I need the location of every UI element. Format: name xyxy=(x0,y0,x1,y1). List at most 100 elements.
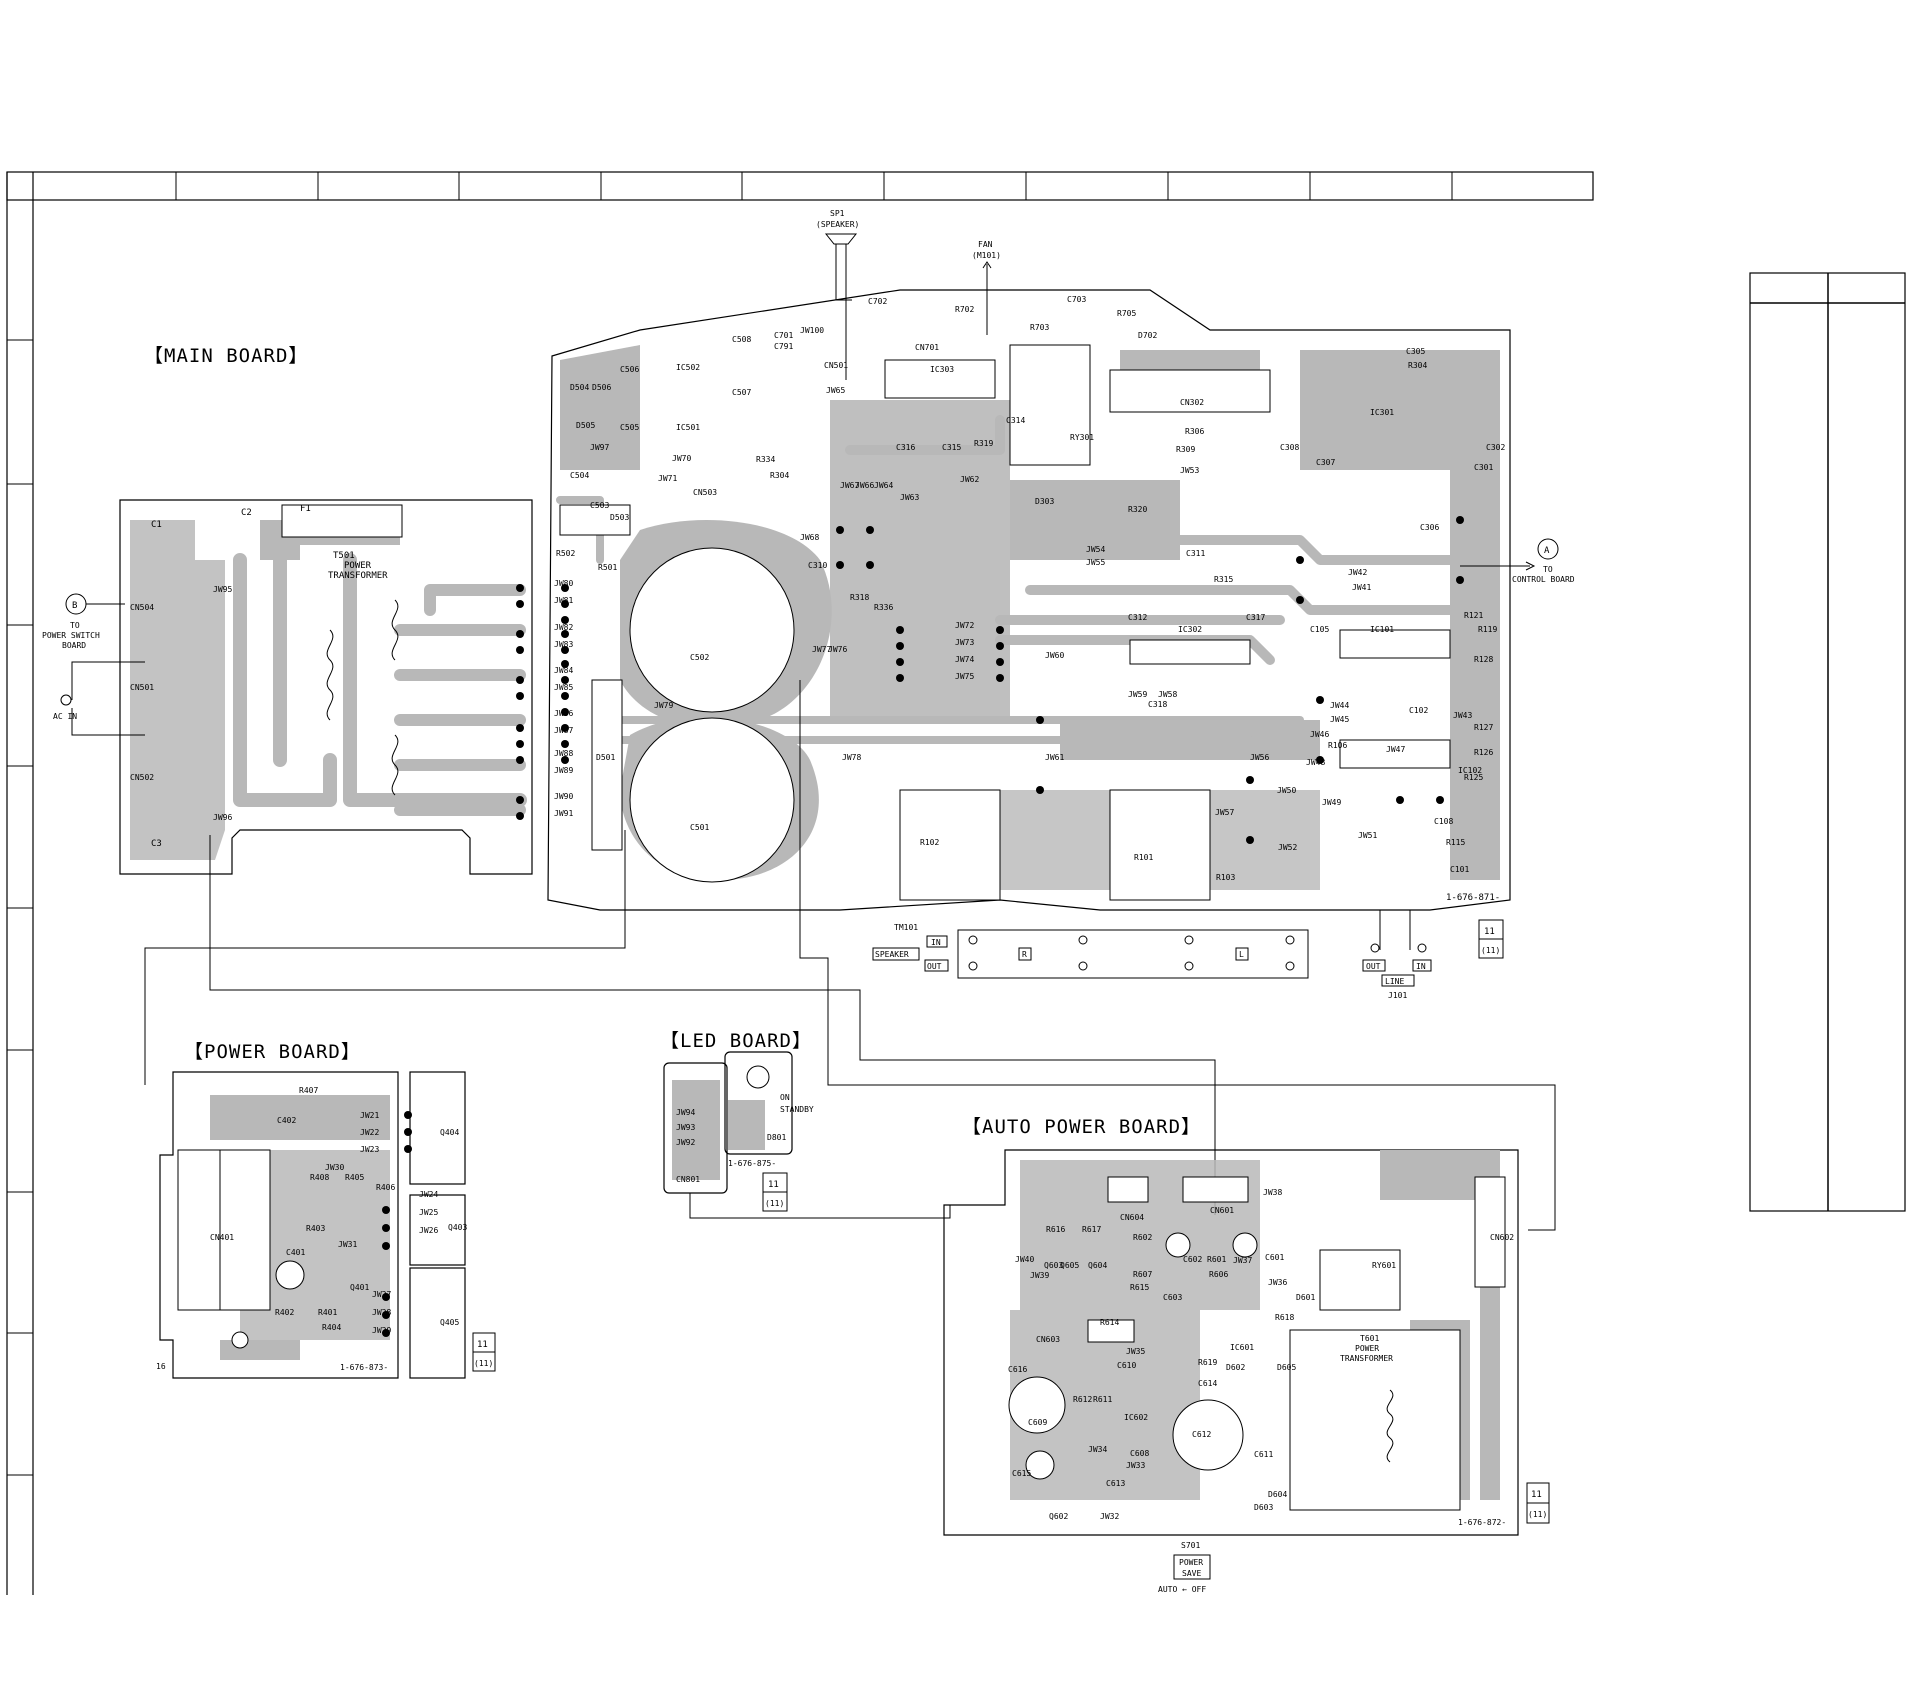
label-r304: R304 xyxy=(1408,361,1427,370)
tm101-label: TM101 xyxy=(894,923,918,932)
label-d604: D604 xyxy=(1268,1490,1287,1499)
label-jw65: JW65 xyxy=(826,386,845,395)
label-t601-1: T601 xyxy=(1360,1334,1379,1343)
label-r502: R502 xyxy=(556,549,575,558)
label-c612: C612 xyxy=(1192,1430,1211,1439)
label-t501-1: T501 xyxy=(333,551,355,561)
label-cn501b: CN501 xyxy=(824,361,848,370)
label-q403: Q403 xyxy=(448,1223,467,1232)
label-jw45: JW45 xyxy=(1330,715,1349,724)
label-jw25: JW25 xyxy=(419,1208,438,1217)
label-c102: C102 xyxy=(1409,706,1428,715)
label-c610: C610 xyxy=(1117,1361,1136,1370)
j101-line: LINE xyxy=(1385,977,1404,986)
label-c306: C306 xyxy=(1420,523,1439,532)
label-r405: R405 xyxy=(345,1173,364,1182)
label-jw88: JW88 xyxy=(554,749,573,758)
label-jw63: JW63 xyxy=(900,493,919,502)
label-jw97: JW97 xyxy=(590,443,609,452)
main-pads xyxy=(516,516,1464,844)
label-jw80: JW80 xyxy=(554,579,573,588)
label-c602: C602 xyxy=(1183,1255,1202,1264)
label-jw29: JW29 xyxy=(372,1326,391,1335)
label-ry601: RY601 xyxy=(1372,1261,1396,1270)
label-q604: Q604 xyxy=(1088,1261,1107,1270)
label-jw96: JW96 xyxy=(213,813,232,822)
label-d504: D504 xyxy=(570,383,589,392)
label-jw36: JW36 xyxy=(1268,1278,1287,1287)
label-jw28: JW28 xyxy=(372,1308,391,1317)
label-r402: R402 xyxy=(275,1308,294,1317)
label-r612: R612 xyxy=(1073,1395,1092,1404)
label-jw49: JW49 xyxy=(1322,798,1341,807)
label-ic302: IC302 xyxy=(1178,625,1202,634)
label-cn501: CN501 xyxy=(130,683,154,692)
label-d501: D501 xyxy=(596,753,615,762)
label-d605: D605 xyxy=(1277,1363,1296,1372)
label-jw79: JW79 xyxy=(654,701,673,710)
label-r336: R336 xyxy=(874,603,893,612)
label-ic101: IC101 xyxy=(1370,625,1394,634)
label-jw46: JW46 xyxy=(1310,730,1329,739)
label-r617: R617 xyxy=(1082,1225,1101,1234)
label-jw66: JW66 xyxy=(855,481,874,490)
label-ic601: IC601 xyxy=(1230,1343,1254,1352)
fan-label: FAN xyxy=(978,240,993,249)
label-r607: R607 xyxy=(1133,1270,1152,1279)
label-jw74: JW74 xyxy=(955,655,974,664)
label-jw24: JW24 xyxy=(419,1190,438,1199)
power-board-part-no: 1-676-873- xyxy=(340,1363,388,1372)
label-jw42: JW42 xyxy=(1348,568,1367,577)
label-jw48: JW48 xyxy=(1306,758,1325,767)
label-r611: R611 xyxy=(1093,1395,1112,1404)
label-c301: C301 xyxy=(1474,463,1493,472)
label-ic301: IC301 xyxy=(1370,408,1394,417)
label-r404: R404 xyxy=(322,1323,341,1332)
label-jw78: JW78 xyxy=(842,753,861,762)
label-jw32: JW32 xyxy=(1100,1512,1119,1521)
led-board-part-no: 1-676-875- xyxy=(728,1159,776,1168)
label-d601: D601 xyxy=(1296,1293,1315,1302)
label-r119: R119 xyxy=(1478,625,1497,634)
label-jw34: JW34 xyxy=(1088,1445,1107,1454)
grid-frame xyxy=(6,171,1594,1595)
label-r702: R702 xyxy=(955,305,974,314)
label-r408: R408 xyxy=(310,1173,329,1182)
label-d303: D303 xyxy=(1035,497,1054,506)
label-cn503: CN503 xyxy=(693,488,717,497)
jw-stack-labels: JW80 JW81 JW82 JW83 JW84 JW85 JW86 JW87 … xyxy=(554,579,573,818)
tm101-l: L xyxy=(1239,950,1244,959)
label-cn504: CN504 xyxy=(130,603,154,612)
label-r407: R407 xyxy=(299,1086,318,1095)
label-cn502: CN502 xyxy=(130,773,154,782)
label-ic502: IC502 xyxy=(676,363,700,372)
j101-out: OUT xyxy=(1366,962,1381,971)
label-q602: Q602 xyxy=(1049,1512,1068,1521)
main-page-ref: 11 (11) xyxy=(1478,919,1504,959)
label-c506: C506 xyxy=(620,365,639,374)
label-jw23: JW23 xyxy=(360,1145,379,1154)
label-cn602: CN602 xyxy=(1490,1233,1514,1242)
label-jw21: JW21 xyxy=(360,1111,379,1120)
main-board-title: 【MAIN BOARD】 xyxy=(144,345,308,367)
label-r106: R106 xyxy=(1328,741,1347,750)
label-cn701: CN701 xyxy=(915,343,939,352)
label-r703: R703 xyxy=(1030,323,1049,332)
label-jw58: JW58 xyxy=(1158,690,1177,699)
main-page-ref-1: 11 xyxy=(1484,927,1495,937)
label-ic303: IC303 xyxy=(930,365,954,374)
label-d505: D505 xyxy=(576,421,595,430)
label-r334: R334 xyxy=(756,455,775,464)
label-jw30: JW30 xyxy=(325,1163,344,1172)
connector-b-text-1: TO xyxy=(70,621,80,630)
label-jw87: JW87 xyxy=(554,726,573,735)
label-jw40: JW40 xyxy=(1015,1255,1034,1264)
auto-power-board-part-no: 1-676-872- xyxy=(1458,1518,1506,1527)
label-jw76: JW76 xyxy=(828,645,847,654)
label-d506: D506 xyxy=(592,383,611,392)
label-cn603: CN603 xyxy=(1036,1335,1060,1344)
label-c302: C302 xyxy=(1486,443,1505,452)
label-jw55: JW55 xyxy=(1086,558,1105,567)
auto-page-ref-2: (11) xyxy=(1528,1510,1547,1519)
